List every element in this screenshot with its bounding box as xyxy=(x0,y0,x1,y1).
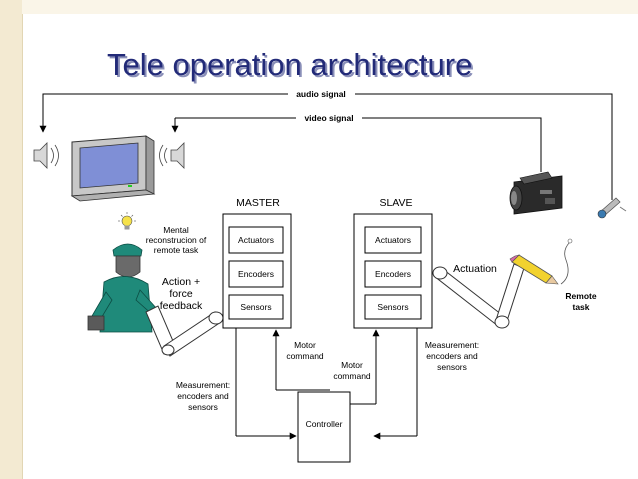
slave-actuators-box xyxy=(364,226,422,254)
slave-encoders-label: Encoders xyxy=(375,269,411,279)
master-encoders-box xyxy=(228,260,284,288)
master-arm-icon xyxy=(145,305,224,357)
slave-measurement-label-line1: Measurement: xyxy=(425,340,479,350)
master-label: MASTER xyxy=(236,197,280,209)
slave-actuators-label: Actuators xyxy=(375,235,411,245)
slave-motor-command-link: Motor command xyxy=(333,329,380,405)
audio-signal-link: audio signal xyxy=(39,89,613,200)
master-encoders-label: Encoders xyxy=(238,269,274,279)
slave-block: SLAVE Actuators Encoders Sensors xyxy=(353,197,433,329)
slave-measurement-label-line3: sensors xyxy=(437,362,467,372)
slave-motor-command-label-line1: Motor xyxy=(341,360,363,370)
controller-block: Controller xyxy=(297,391,351,463)
action-force-feedback-label-line3: feedback xyxy=(160,300,203,312)
actuation-label: Actuation xyxy=(453,263,497,275)
master-measurement-label-line2: encoders and xyxy=(177,391,229,401)
master-motor-command-label-line2: command xyxy=(286,351,324,361)
slide-title: Tele operation architecture xyxy=(107,47,472,82)
mental-reconstruction-label-line3: remote task xyxy=(154,245,199,255)
pencil-icon xyxy=(509,238,573,285)
mental-reconstruction-label-line2: reconstrucion of xyxy=(146,235,207,245)
monitor-icon xyxy=(70,135,156,202)
mental-reconstruction-label-line1: Mental xyxy=(163,225,189,235)
master-measurement-label-line3: sensors xyxy=(188,402,218,412)
slave-sensors-box xyxy=(364,294,422,320)
speaker-icon xyxy=(159,142,185,169)
master-measurement-label-line1: Measurement: xyxy=(176,380,230,390)
controller-label: Controller xyxy=(306,419,343,429)
audio-signal-label: audio signal xyxy=(296,89,346,99)
left-band-divider xyxy=(22,0,23,479)
master-block: MASTER Actuators Encoders Sensors xyxy=(222,197,292,329)
top-decorative-band xyxy=(22,0,638,14)
remote-task-label-line1: Remote xyxy=(565,291,596,301)
slave-motor-command-label-line2: command xyxy=(333,371,371,381)
action-force-feedback-label-line2: force xyxy=(169,288,193,300)
speaker-icon xyxy=(33,142,59,169)
master-measurement-link: Measurement: encoders and sensors xyxy=(176,328,297,440)
master-actuators-label: Actuators xyxy=(238,235,274,245)
action-force-feedback-label-line1: Action + xyxy=(162,276,200,288)
remote-task-label-line2: task xyxy=(572,302,589,312)
slave-measurement-label-line2: encoders and xyxy=(426,351,478,361)
video-signal-label: video signal xyxy=(304,113,353,123)
slave-measurement-link: Measurement: encoders and sensors xyxy=(373,328,479,440)
video-camera-icon xyxy=(509,171,563,215)
slide-title-shadow: Tele operation architecture xyxy=(109,49,474,84)
slave-encoders-box xyxy=(364,260,422,288)
slave-label: SLAVE xyxy=(379,197,412,209)
master-actuators-box xyxy=(228,226,284,254)
left-decorative-band xyxy=(0,0,22,479)
master-motor-command-label-line1: Motor xyxy=(294,340,316,350)
video-signal-link: video signal xyxy=(171,113,542,172)
master-sensors-label: Sensors xyxy=(240,302,271,312)
operator-icon xyxy=(87,243,159,333)
master-sensors-box xyxy=(228,294,284,320)
slave-sensors-label: Sensors xyxy=(377,302,408,312)
lightbulb-icon xyxy=(118,212,136,230)
master-motor-command-link: Motor command xyxy=(272,329,330,391)
microphone-icon xyxy=(597,197,627,219)
